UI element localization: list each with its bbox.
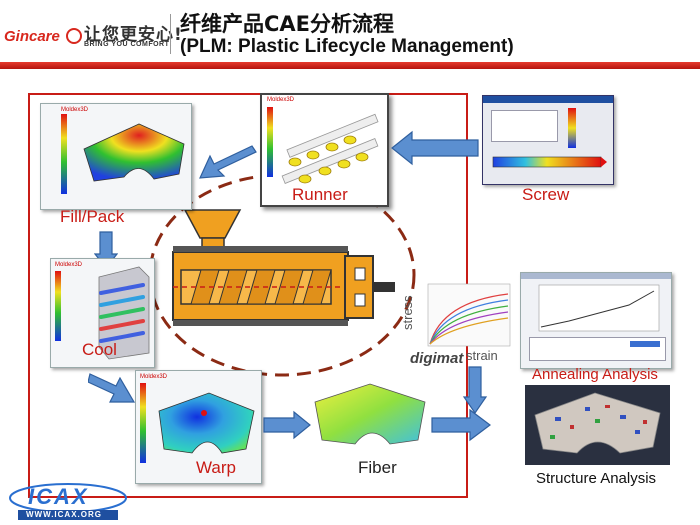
arrow-runner-to-fillpack (199, 145, 257, 179)
slogan-chinese: 让您更安心! (84, 25, 183, 45)
warp-part-icon (158, 392, 255, 454)
stress-axis-label: stress (400, 295, 415, 330)
structure-label: Structure Analysis (536, 470, 657, 487)
software-label: Moldex3D (267, 97, 295, 103)
header-divider (170, 14, 171, 54)
stress-strain-chart (427, 283, 511, 347)
gincare-logo: Gincare (4, 28, 60, 45)
icax-brand-text: ICAX (28, 484, 89, 509)
runner-screenshot: Moldex3D (260, 93, 389, 207)
logo-ring-icon (66, 28, 82, 44)
arrow-screw-to-runner (391, 130, 479, 166)
window-titlebar (483, 96, 613, 103)
color-scale-legend (568, 108, 576, 148)
arrow-cool-to-warp (88, 373, 136, 403)
barrel-icon (172, 246, 357, 326)
color-scale-legend (140, 383, 146, 463)
slogan-english: BRING YOU COMFORT! (84, 41, 173, 48)
mold-icon (344, 255, 395, 319)
arrow-fiber-to-structure (431, 408, 491, 442)
color-scale-legend (267, 107, 273, 177)
arrow-warp-to-fiber (263, 410, 311, 440)
annealing-screenshot (520, 272, 672, 369)
page-title-chinese: 纤维产品CAE分析流程 (180, 12, 395, 36)
screw-info-panel (491, 110, 558, 142)
warp-label: Warp (196, 458, 236, 477)
color-scale-legend (61, 114, 67, 194)
annealing-table (529, 337, 666, 361)
page-title-english: (PLM: Plastic Lifecycle Management) (180, 36, 514, 57)
software-label: Moldex3D (61, 107, 89, 113)
fiber-label: Fiber (358, 458, 397, 477)
injection-machine-diagram (148, 173, 416, 377)
icax-url: WWW.ICAX.ORG (26, 510, 102, 519)
strain-axis-label: strain (466, 348, 498, 363)
annealing-label: Annealing Analysis (532, 366, 658, 383)
fill-pack-part-icon (83, 123, 185, 182)
software-label: Moldex3D (55, 262, 83, 268)
structure-analysis-image (525, 385, 670, 465)
fiber-part-image (314, 383, 426, 445)
runner-system-icon (281, 113, 379, 184)
digimat-logo: digimat (410, 350, 464, 367)
header-red-bar (0, 62, 700, 69)
warp-screenshot: Moldex3D (135, 370, 262, 484)
color-scale-legend (55, 271, 61, 341)
hopper-icon (183, 209, 242, 253)
screw-label: Screw (522, 185, 570, 204)
cool-label: Cool (82, 340, 117, 359)
cool-screenshot: Moldex3D (50, 258, 155, 368)
fill-pack-screenshot: Moldex3D (40, 103, 192, 210)
annealing-curve-chart (538, 284, 660, 332)
window-titlebar (521, 273, 671, 279)
screw-temperature-bar (492, 156, 607, 168)
software-label: Moldex3D (140, 374, 168, 380)
table-highlight (630, 341, 660, 347)
arrow-digimat-to-structure (462, 366, 488, 415)
cooling-channel-icon (98, 266, 150, 360)
fill-pack-label: Fill/Pack (60, 207, 125, 226)
screw-screenshot (482, 95, 614, 185)
icax-logo (9, 483, 127, 520)
runner-label: Runner (292, 185, 348, 204)
